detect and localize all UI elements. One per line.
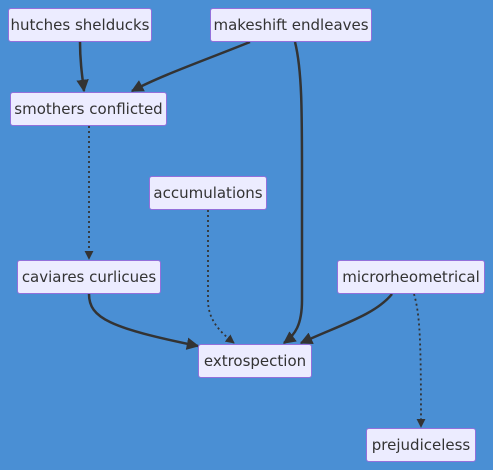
node-caviares-curlicues: caviares curlicues	[17, 260, 161, 294]
edge-caviares-curlicues-to-extrospection	[87, 293, 200, 350]
node-smothers-conflicted: smothers conflicted	[10, 92, 167, 126]
edge-accumulations-to-extrospection	[207, 210, 235, 344]
edge-hutches-shelducks-to-smothers-conflicted	[76, 41, 89, 93]
edge-microrheometrical-to-extrospection	[299, 293, 393, 345]
edge-makeshift-endleaves-to-smothers-conflicted	[130, 40, 251, 93]
edge-microrheometrical-to-prejudiceless	[413, 293, 426, 428]
node-extrospection: extrospection	[198, 344, 312, 378]
node-accumulations: accumulations	[149, 176, 267, 210]
node-hutches-shelducks: hutches shelducks	[8, 8, 152, 42]
node-makeshift-endleaves: makeshift endleaves	[210, 8, 372, 42]
node-microrheometrical: microrheometrical	[337, 260, 485, 294]
edge-makeshift-endleaves-to-extrospection	[282, 41, 304, 345]
node-prejudiceless: prejudiceless	[366, 428, 476, 462]
